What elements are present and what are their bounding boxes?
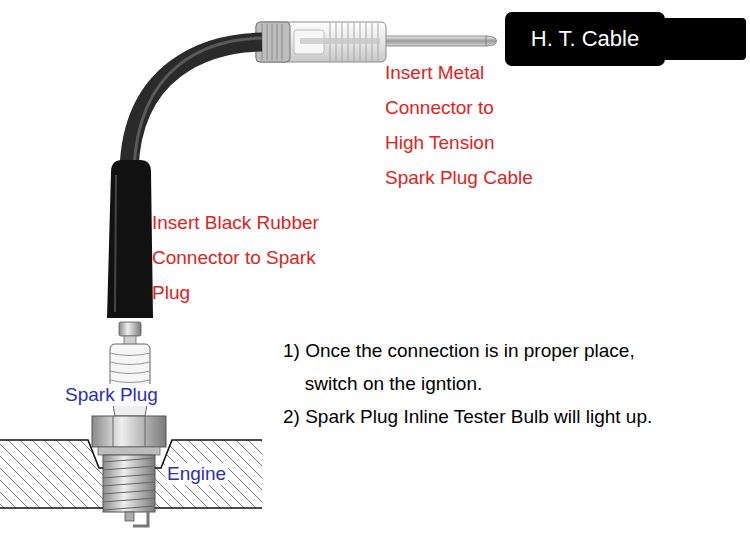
instruction-callout: Insert Black Rubber Connector to Spark P…	[152, 205, 322, 310]
cable-box: H. T. Cable	[505, 12, 665, 66]
tester-body	[262, 24, 282, 60]
rubber-boot	[115, 175, 116, 312]
tester-hose	[134, 38, 262, 170]
step-note: 1) Once the connection is in proper plac…	[283, 334, 678, 400]
metal-connector	[383, 36, 497, 46]
engine-block	[0, 440, 262, 508]
spark-plug	[133, 512, 148, 526]
engine-block	[0, 440, 103, 508]
engine-block	[155, 440, 262, 508]
tester-body	[300, 38, 380, 44]
part-label: Spark Plug	[63, 384, 160, 406]
spark-plug	[92, 322, 166, 526]
engine-block	[0, 440, 103, 468]
part-label: Engine	[165, 463, 228, 485]
tester-hose	[129, 38, 262, 170]
spark-plug	[98, 447, 160, 455]
spark-plug	[125, 512, 134, 521]
engine-block	[0, 507, 262, 509]
rubber-boot	[107, 160, 153, 318]
instruction-callout: Insert Metal Connector to High Tension S…	[385, 55, 536, 195]
rubber-boot	[107, 160, 153, 318]
spark-plug	[113, 416, 145, 447]
spark-plug	[103, 458, 155, 510]
step-note: 2) Spark Plug Inline Tester Bulb will li…	[283, 400, 652, 433]
metal-connector	[486, 36, 497, 46]
node-label: H. T. Cable	[531, 26, 639, 52]
tester-body	[256, 22, 386, 62]
spark-plug	[119, 322, 141, 336]
spark-plug	[92, 416, 166, 447]
spark-plug	[103, 455, 155, 512]
metal-connector	[383, 36, 487, 46]
tester-body	[256, 22, 386, 62]
